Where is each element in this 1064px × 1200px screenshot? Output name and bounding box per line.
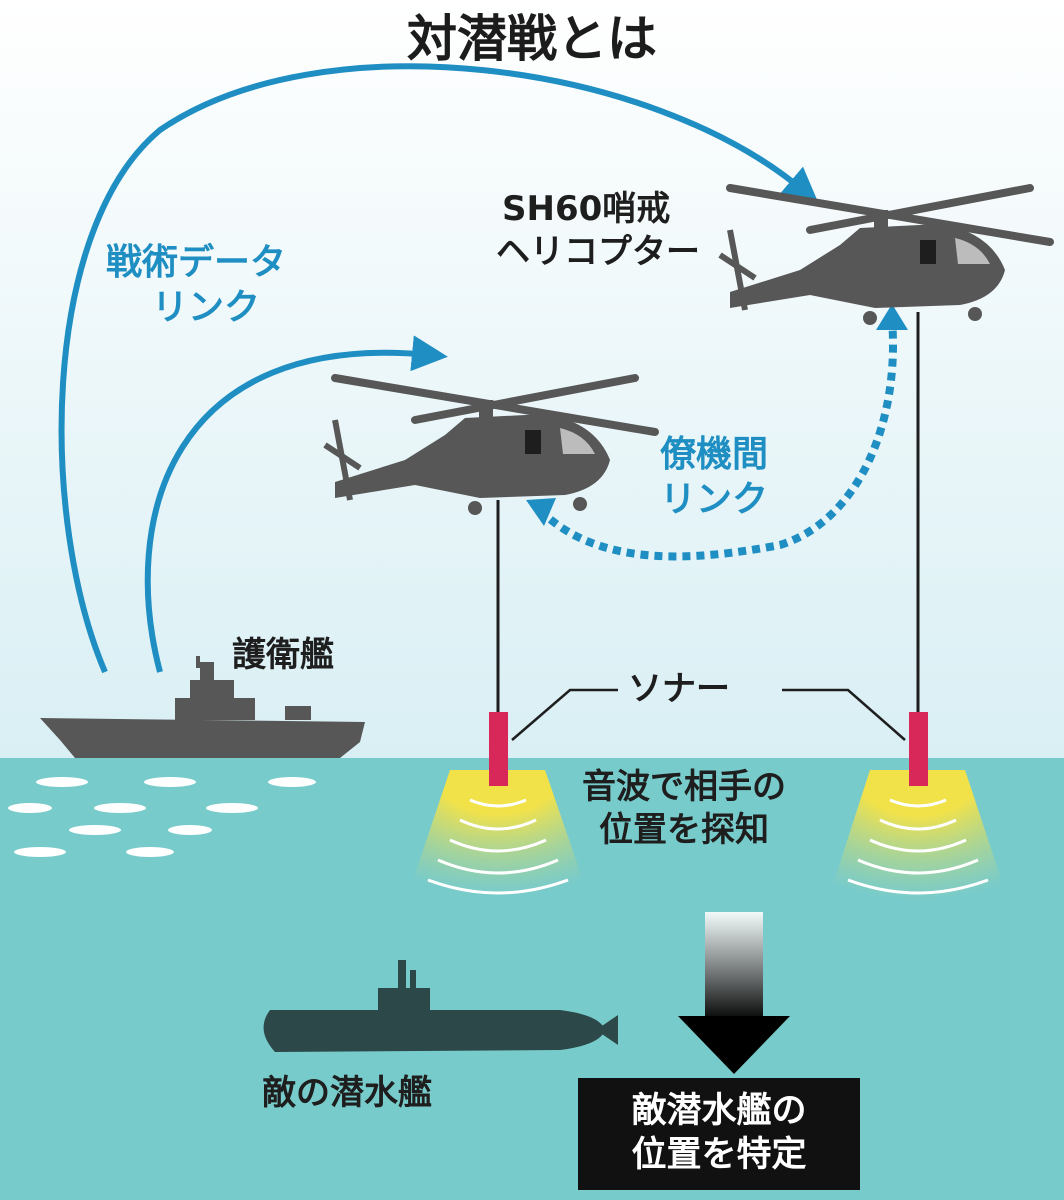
sonar-cone-left	[408, 770, 588, 895]
diagram-title: 対潜戦とは	[407, 10, 657, 68]
sonar-unit-left	[489, 712, 508, 786]
sky	[0, 0, 1064, 758]
inter-aircraft-link-arrow	[537, 319, 897, 561]
helicopter-label: SH60哨戒 ヘリコプター	[496, 189, 700, 272]
sonar-cone-right	[828, 770, 1008, 900]
sonar-description-label: 音波で相手の 位置を探知	[582, 767, 786, 850]
tactical-link-arrow-inner	[144, 335, 448, 673]
inter-aircraft-link-label: 僚機間 リンク	[660, 434, 769, 520]
sonar-unit-right	[909, 712, 928, 786]
tactical-link-arrow-outer	[58, 63, 819, 674]
escort-ship	[40, 656, 365, 758]
water-ripples	[8, 777, 316, 857]
escort-ship-label: 護衛艦	[232, 635, 334, 675]
sonar-leader-left	[511, 688, 618, 741]
inter-aircraft-link-arrowhead-right	[876, 304, 908, 330]
sonar-label: ソナー	[628, 669, 730, 709]
sonar-leader-right	[782, 688, 906, 741]
result-box: 敵潜水艦の 位置を特定	[578, 1078, 860, 1190]
enemy-submarine-label: 敵の潜水艦	[262, 1073, 432, 1113]
result-down-arrow	[678, 912, 790, 1074]
tactical-link-label: 戦術データ リンク	[106, 242, 287, 328]
enemy-submarine	[263, 960, 618, 1052]
inter-aircraft-link-arrowhead-left	[526, 498, 556, 526]
